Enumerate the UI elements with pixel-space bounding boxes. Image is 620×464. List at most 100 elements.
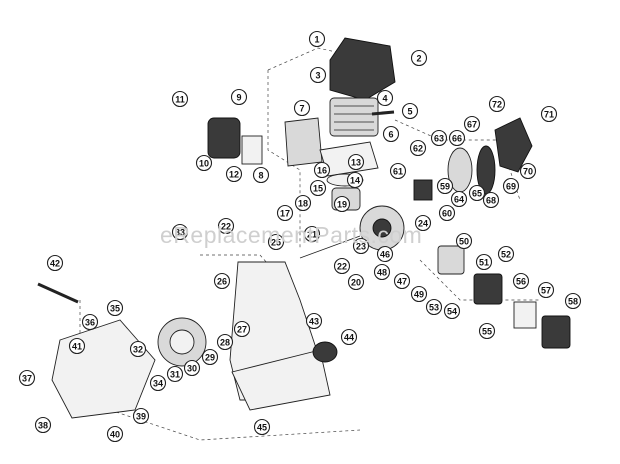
callout-number: 68 bbox=[486, 196, 496, 206]
callout-circle bbox=[409, 139, 427, 157]
callout-61: 61 bbox=[389, 162, 407, 180]
callout-number: 11 bbox=[175, 95, 185, 105]
callout-circle bbox=[347, 273, 365, 291]
callout-number: 34 bbox=[153, 379, 163, 389]
callout-number: 18 bbox=[298, 199, 308, 209]
callout-circle bbox=[46, 254, 64, 272]
callout-13: 13 bbox=[347, 153, 365, 171]
callout-number: 44 bbox=[344, 333, 354, 343]
muffler-shape bbox=[284, 117, 323, 167]
callout-circle bbox=[540, 105, 558, 123]
callout-circle bbox=[216, 333, 234, 351]
callout-circle bbox=[233, 320, 251, 338]
callout-circle bbox=[347, 153, 365, 171]
callout-circle bbox=[129, 340, 147, 358]
callout-circle bbox=[430, 129, 448, 147]
callout-circle bbox=[225, 165, 243, 183]
callout-52: 52 bbox=[497, 245, 515, 263]
callout-28: 28 bbox=[216, 333, 234, 351]
callout-14: 14 bbox=[346, 171, 364, 189]
callout-17: 17 bbox=[276, 204, 294, 222]
callout-circle bbox=[382, 125, 400, 143]
callout-circle bbox=[201, 348, 219, 366]
callout-circle bbox=[455, 232, 473, 250]
callout-number: 1 bbox=[314, 35, 319, 45]
callout-39: 39 bbox=[132, 407, 150, 425]
callout-68: 68 bbox=[482, 191, 500, 209]
callout-65: 65 bbox=[468, 184, 486, 202]
callout-number: 12 bbox=[229, 170, 239, 180]
callout-number: 38 bbox=[38, 421, 48, 431]
callout-number: 22 bbox=[221, 222, 231, 232]
callout-number: 6 bbox=[388, 130, 393, 140]
callout-circle bbox=[443, 302, 461, 320]
callout-circle bbox=[333, 257, 351, 275]
callout-20: 20 bbox=[347, 273, 365, 291]
callout-number: 56 bbox=[516, 277, 526, 287]
callout-51: 51 bbox=[475, 253, 493, 271]
callout-4: 4 bbox=[376, 89, 394, 107]
callout-34: 34 bbox=[149, 374, 167, 392]
starter-housing-shape bbox=[494, 117, 533, 173]
callout-circle bbox=[537, 281, 555, 299]
callout-number: 22 bbox=[337, 262, 347, 272]
callout-number: 15 bbox=[313, 184, 323, 194]
callout-number: 36 bbox=[85, 318, 95, 328]
callout-circle bbox=[313, 161, 331, 179]
callout-23: 23 bbox=[352, 237, 370, 255]
callout-circle bbox=[376, 89, 394, 107]
callout-70: 70 bbox=[519, 162, 537, 180]
callout-number: 45 bbox=[257, 423, 267, 433]
callout-47: 47 bbox=[393, 272, 411, 290]
callout-33: 33 bbox=[171, 223, 189, 241]
callout-number: 28 bbox=[220, 338, 230, 348]
callout-circle bbox=[68, 337, 86, 355]
callout-circle bbox=[253, 418, 271, 436]
callout-22: 22 bbox=[333, 257, 351, 275]
callout-number: 13 bbox=[351, 158, 361, 168]
callout-58: 58 bbox=[564, 292, 582, 310]
callout-67: 67 bbox=[463, 115, 481, 133]
callout-circle bbox=[294, 194, 312, 212]
callout-number: 26 bbox=[217, 277, 227, 287]
callout-circle bbox=[340, 328, 358, 346]
callout-number: 42 bbox=[50, 259, 60, 269]
callout-number: 66 bbox=[452, 134, 462, 144]
callout-circle bbox=[252, 166, 270, 184]
fuel-cap-shape bbox=[312, 341, 338, 363]
callout-56: 56 bbox=[512, 272, 530, 290]
callout-number: 54 bbox=[447, 307, 457, 317]
callout-circle bbox=[410, 285, 428, 303]
callout-number: 7 bbox=[299, 104, 304, 114]
callout-12: 12 bbox=[225, 165, 243, 183]
callout-2: 2 bbox=[410, 49, 428, 67]
callout-circle bbox=[376, 245, 394, 263]
callout-number: 49 bbox=[414, 290, 424, 300]
callout-circle bbox=[410, 49, 428, 67]
callout-circle bbox=[482, 191, 500, 209]
callout-circle bbox=[401, 102, 419, 120]
engine-cover-shape bbox=[329, 37, 396, 101]
callout-number: 19 bbox=[337, 200, 347, 210]
callout-44: 44 bbox=[340, 328, 358, 346]
callout-18: 18 bbox=[294, 194, 312, 212]
callout-number: 59 bbox=[440, 182, 450, 192]
callout-number: 16 bbox=[317, 166, 327, 176]
callout-42: 42 bbox=[46, 254, 64, 272]
callout-number: 21 bbox=[307, 230, 317, 240]
callout-circle bbox=[414, 214, 432, 232]
callout-number: 64 bbox=[454, 195, 464, 205]
callout-66: 66 bbox=[448, 129, 466, 147]
callout-circle bbox=[425, 298, 443, 316]
callout-circle bbox=[217, 217, 235, 235]
callout-48: 48 bbox=[373, 263, 391, 281]
callout-circle bbox=[213, 272, 231, 290]
callout-circle bbox=[132, 407, 150, 425]
callout-circle bbox=[106, 299, 124, 317]
callout-circle bbox=[267, 233, 285, 251]
callout-46: 46 bbox=[376, 245, 394, 263]
callout-number: 14 bbox=[350, 176, 360, 186]
callout-number: 4 bbox=[382, 94, 387, 104]
callout-number: 9 bbox=[236, 93, 241, 103]
